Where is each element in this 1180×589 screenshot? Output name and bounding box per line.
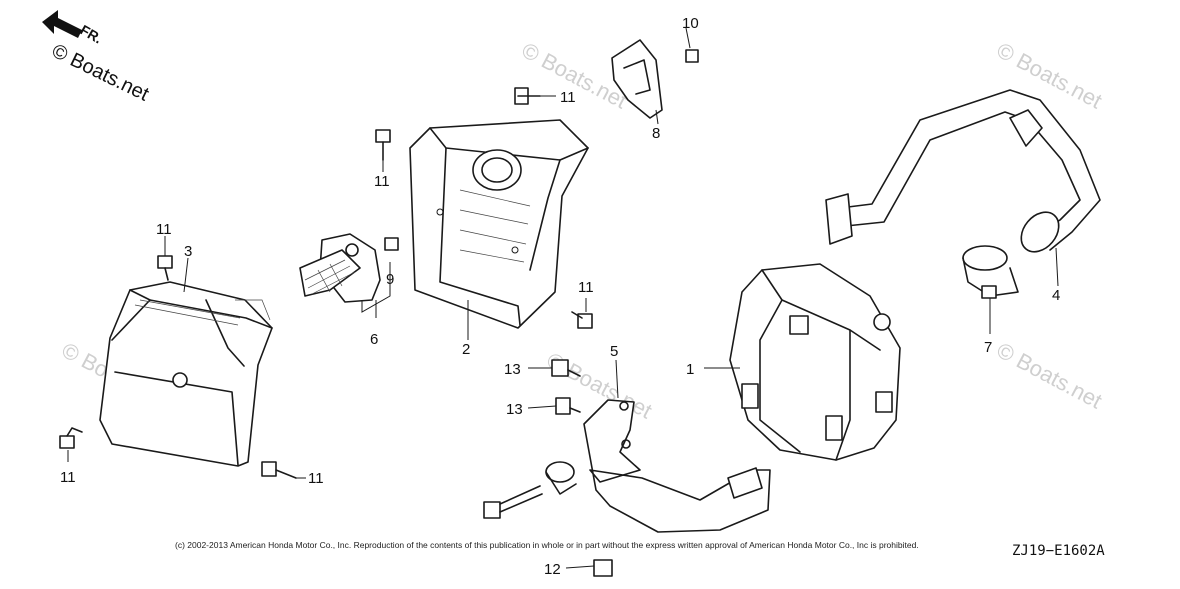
callout-8: 8 — [652, 125, 660, 142]
callout-11: 11 — [60, 469, 76, 486]
callout-13: 13 — [504, 361, 521, 378]
bolt-13-icon — [555, 397, 581, 415]
bolt-13-icon — [551, 359, 581, 377]
long-bolt-icon — [483, 485, 543, 519]
bolt-11-icon — [514, 87, 541, 105]
muffler-cover-part — [409, 119, 589, 329]
callout-11: 11 — [560, 89, 576, 106]
callout-11: 11 — [578, 279, 594, 296]
copyright-notice: (c) 2002-2013 American Honda Motor Co., … — [175, 540, 919, 550]
screw-9-icon — [384, 237, 399, 251]
callout-10: 10 — [682, 15, 699, 32]
muffler-bracket-part — [545, 399, 771, 533]
callout-4: 4 — [1052, 287, 1060, 304]
callout-9: 9 — [386, 271, 394, 288]
watermark: © Boats.net — [993, 337, 1107, 413]
bolt-11-icon — [261, 461, 297, 479]
callout-6: 6 — [370, 331, 378, 348]
diagram-code: ZJ19−E1602A — [1012, 543, 1105, 559]
bolt-11-icon — [157, 255, 173, 281]
bolt-11-icon — [571, 311, 593, 329]
bolt-11-icon — [59, 427, 83, 449]
callout-5: 5 — [610, 343, 618, 360]
muffler-part — [729, 263, 901, 461]
callout-11: 11 — [156, 221, 172, 238]
callout-11: 11 — [308, 470, 324, 487]
exhaust-pipe-cover-part — [611, 39, 663, 119]
muffler-protector-part — [99, 281, 273, 467]
callout-12: 12 — [544, 561, 561, 578]
pipe-clamp-part — [962, 245, 1019, 299]
callout-2: 2 — [462, 341, 470, 358]
bolt-11-icon — [375, 129, 391, 161]
spark-arrester-screen-part — [299, 233, 381, 303]
watermark: © Boats.net — [993, 37, 1107, 113]
callout-13: 13 — [506, 401, 523, 418]
callout-11: 11 — [374, 173, 390, 190]
callout-3: 3 — [184, 243, 192, 260]
exhaust-pipe-part — [825, 89, 1101, 253]
callout-7: 7 — [984, 339, 992, 356]
screw-10-icon — [685, 49, 699, 63]
bolt-12-icon — [593, 559, 613, 577]
front-arrow-icon — [42, 10, 82, 38]
callout-1: 1 — [686, 361, 694, 378]
